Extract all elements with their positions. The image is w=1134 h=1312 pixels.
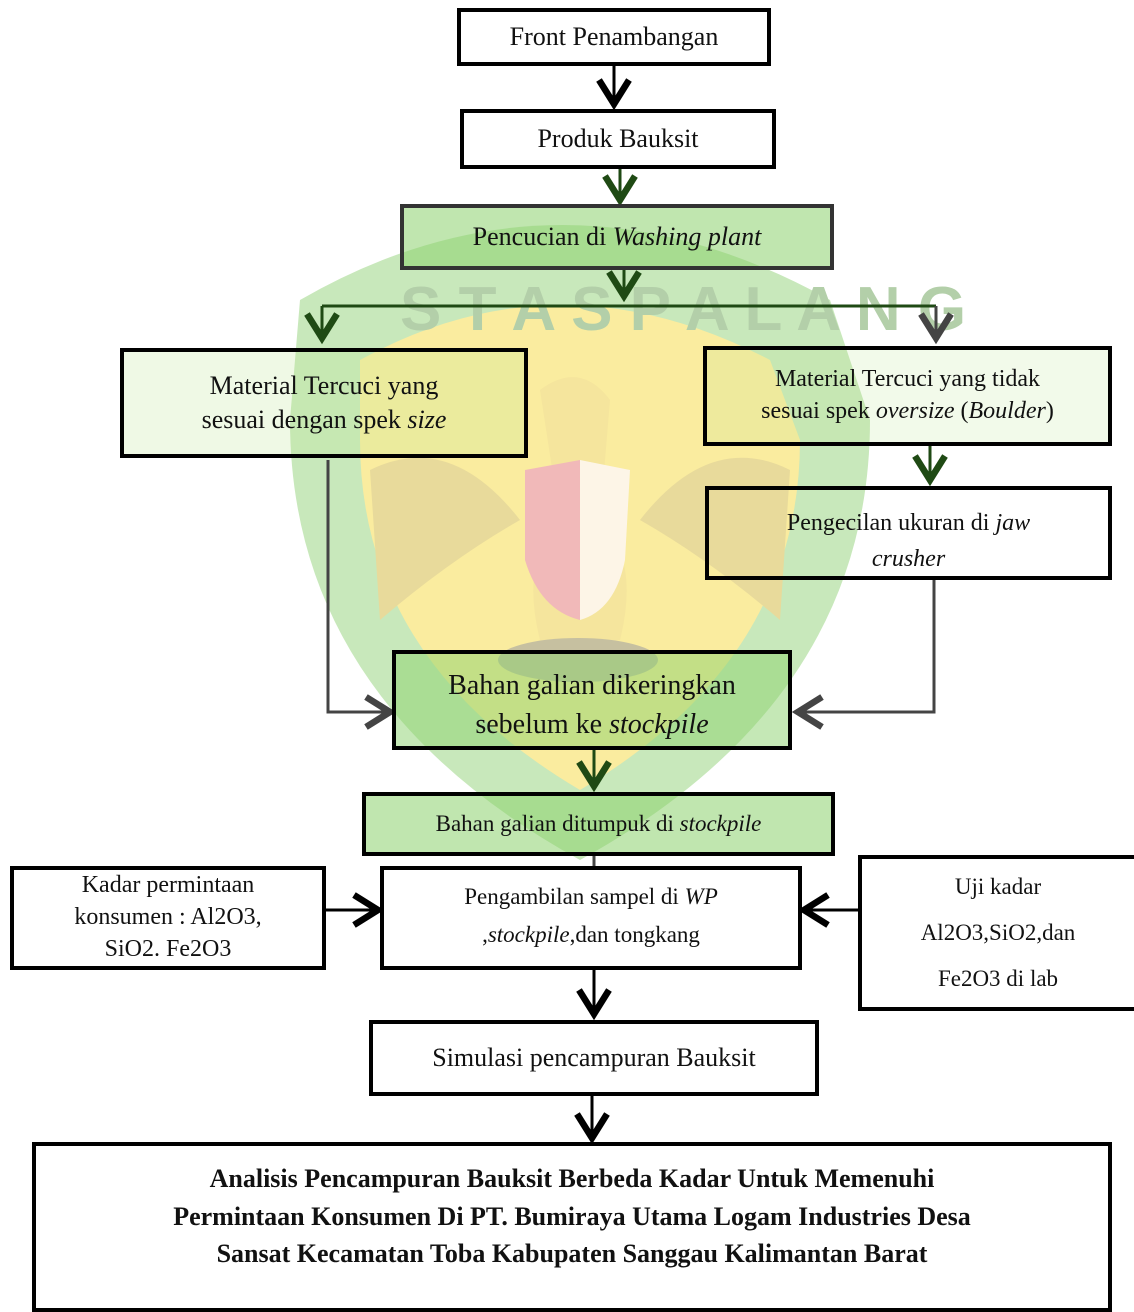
node-front-penambangan: Front Penambangan — [457, 8, 771, 66]
node-material-tidak-sesuai-line1: Material Tercuci yang tidak — [774, 366, 1041, 393]
node-front-penambangan-text: Front Penambangan — [509, 21, 719, 51]
node-jaw-crusher-line1: Pengecilan ukuran di jaw — [787, 508, 1030, 540]
node-analisis-line3: Sansat Kecamatan Toba Kabupaten Sanggau … — [216, 1239, 928, 1269]
node-jaw-line1-plain: Pengecilan ukuran di — [786, 510, 996, 536]
node-tidak-line2-paren-close: ) — [1045, 398, 1054, 424]
node-tidak-line2-plain: sesuai spek — [761, 398, 876, 424]
node-pengambilan-sampel: Pengambilan sampel di WP ,stockpile,dan … — [380, 866, 802, 970]
node-material-sesuai-line2-italic: size — [407, 405, 447, 434]
node-material-sesuai-line1: Material Tercuci yang — [209, 370, 439, 400]
node-produk-bauksit: Produk Bauksit — [460, 109, 776, 169]
node-pengambilan-line1-italic: WP — [684, 884, 718, 909]
node-material-sesuai-line2-plain: sesuai dengan spek — [201, 405, 408, 434]
node-analisis-line2: Permintaan Konsumen Di PT. Bumiraya Utam… — [173, 1201, 971, 1231]
node-tidak-line2-italic2: Boulder — [968, 398, 1046, 424]
node-material-tidak-sesuai: Material Tercuci yang tidak sesuai spek … — [703, 346, 1112, 446]
node-uji-line3: Fe2O3 di lab — [937, 966, 1059, 991]
watermark-arc-letters: S T A S P A L A N G — [400, 275, 966, 344]
node-uji-line1: Uji kadar — [954, 874, 1042, 899]
node-simulasi-text: Simulasi pencampuran Bauksit — [432, 1042, 756, 1072]
node-ditumpuk-italic: stockpile — [679, 810, 762, 836]
node-kadar-line2: konsumen : Al2O3, — [74, 904, 262, 931]
node-pencucian-text: Pencucian di Washing plant — [473, 220, 762, 254]
node-pengambilan-line2-b: ,dan tongkang — [569, 922, 700, 948]
node-material-tidak-sesuai-line2: sesuai spek oversize (Boulder) — [761, 396, 1054, 428]
node-jaw-crusher-line2: crusher — [872, 544, 945, 576]
node-kadar-line3: SiO2. Fe2O3 — [104, 935, 232, 962]
node-tidak-line2-italic: oversize — [875, 398, 955, 424]
node-material-sesuai: Material Tercuci yang sesuai dengan spek… — [120, 348, 528, 458]
arrow-jaw-to-dikeringkan — [791, 580, 936, 730]
node-produk-bauksit-text: Produk Bauksit — [537, 123, 699, 153]
node-pencucian-plain: Pencucian di — [472, 221, 613, 251]
node-simulasi: Simulasi pencampuran Bauksit — [369, 1020, 819, 1096]
node-dikeringkan-line2: sebelum ke stockpile — [475, 707, 708, 744]
node-analisis: Analisis Pencampuran Bauksit Berbeda Kad… — [32, 1142, 1112, 1312]
node-pencucian-italic-b: plant — [701, 221, 762, 251]
node-dikeringkan-line1: Bahan galian dikeringkan — [448, 670, 736, 701]
watermark-red-shield — [525, 460, 580, 620]
node-jaw-line1-italic: jaw — [995, 510, 1031, 536]
node-uji-line2: Al2O3,SiO2,dan — [920, 920, 1076, 945]
node-pengambilan-line2-italic: stockpile — [487, 922, 570, 948]
node-jaw-line2-italic: crusher — [871, 545, 946, 572]
node-ditumpuk: Bahan galian ditumpuk di stockpile — [362, 792, 835, 856]
node-ditumpuk-text: Bahan galian ditumpuk di stockpile — [436, 809, 762, 839]
node-pencucian-italic-a: Washing — [612, 221, 702, 251]
node-kadar-line1: Kadar permintaan — [81, 872, 255, 899]
arrow-sesuai-to-dikeringkan — [326, 460, 397, 730]
node-pengambilan-line1: Pengambilan sampel di WP — [464, 882, 718, 912]
node-ditumpuk-plain: Bahan galian ditumpuk di — [435, 810, 680, 836]
node-pengambilan-line2-a: , — [482, 922, 488, 948]
node-tidak-line2-paren-open: ( — [954, 398, 969, 424]
node-dikeringkan: Bahan galian dikeringkan sebelum ke stoc… — [392, 650, 792, 750]
node-analisis-line1: Analisis Pencampuran Bauksit Berbeda Kad… — [209, 1164, 935, 1193]
node-dikeringkan-line2-italic: stockpile — [609, 708, 709, 740]
node-uji-kadar: Uji kadar Al2O3,SiO2,dan Fe2O3 di lab — [858, 855, 1134, 1011]
node-kadar-permintaan: Kadar permintaan konsumen : Al2O3, SiO2.… — [10, 866, 326, 970]
node-jaw-crusher: Pengecilan ukuran di jaw crusher — [705, 486, 1112, 580]
watermark-wing-left — [370, 457, 520, 620]
node-pengambilan-line1-plain: Pengambilan sampel di — [464, 884, 685, 909]
watermark-eagle — [533, 377, 627, 640]
node-pengambilan-line2: ,stockpile,dan tongkang — [482, 920, 700, 950]
node-pencucian: Pencucian di Washing plant — [400, 204, 834, 270]
watermark-white-shield — [580, 460, 630, 620]
node-material-sesuai-line2: sesuai dengan spek size — [202, 403, 447, 437]
node-dikeringkan-line2-plain: sebelum ke — [475, 708, 610, 740]
